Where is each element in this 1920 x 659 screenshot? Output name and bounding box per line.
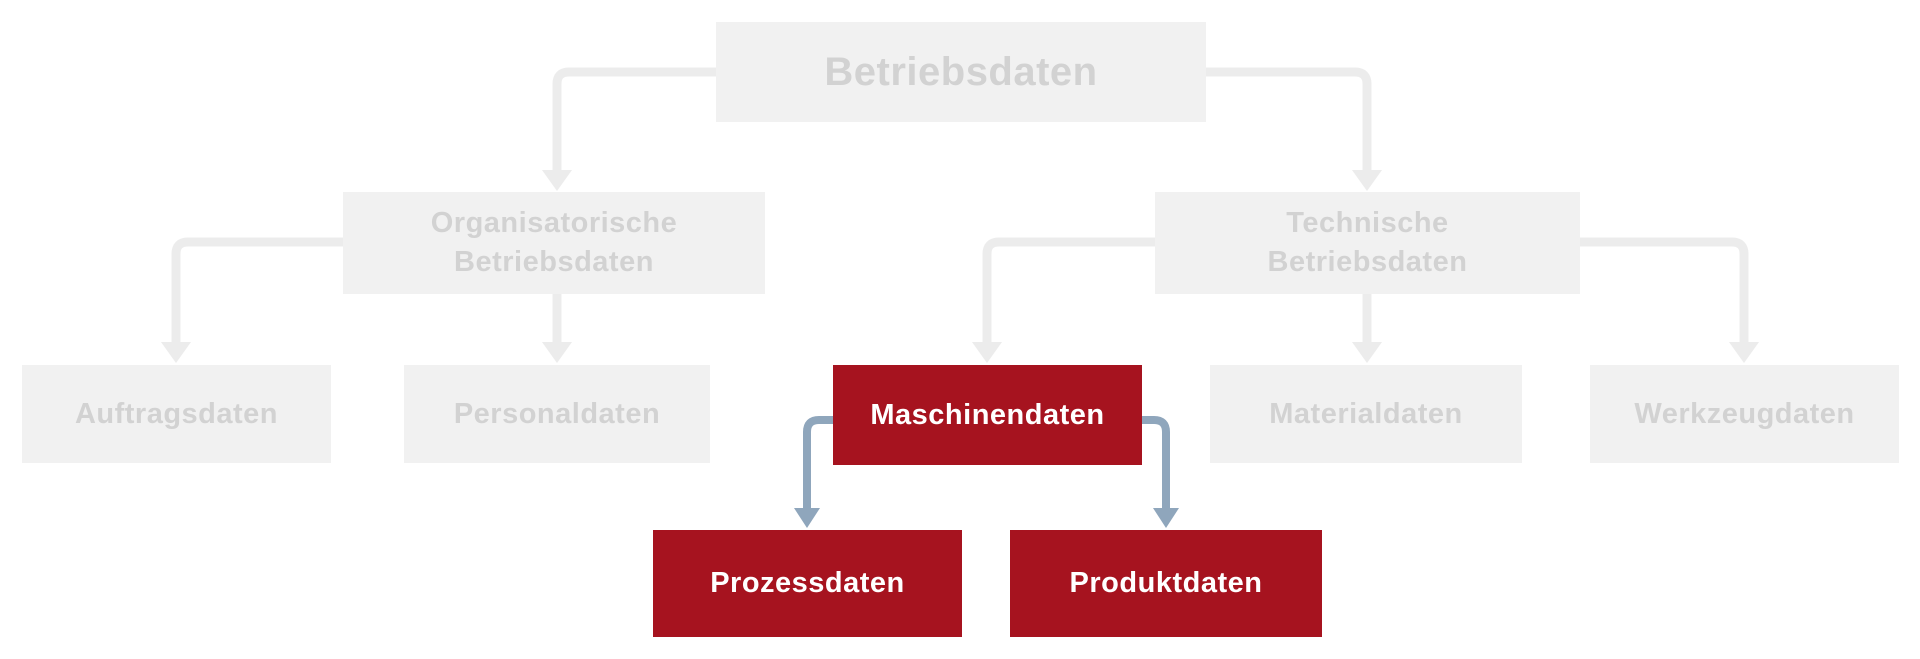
node-organisatorische-betriebsdaten: Organisatorische Betriebsdaten (343, 192, 765, 294)
edge-organisatorische-personaldaten (542, 294, 572, 363)
node-auftragsdaten: Auftragsdaten (22, 365, 331, 463)
edge-betriebsdaten-organisatorische (542, 67, 716, 191)
edge-technische-werkzeugdaten (1580, 237, 1759, 363)
node-produktdaten: Produktdaten (1010, 530, 1322, 637)
node-betriebsdaten: Betriebsdaten (716, 22, 1206, 122)
edge-technische-maschinendaten (972, 237, 1155, 363)
edge-betriebsdaten-technische (1206, 67, 1382, 191)
edge-organisatorische-auftragsdaten (161, 237, 343, 363)
arrowhead-down-icon (972, 342, 1002, 363)
arrowhead-down-icon (1352, 342, 1382, 363)
node-technische-betriebsdaten: Technische Betriebsdaten (1155, 192, 1580, 294)
edge-maschinendaten-prozessdaten (794, 416, 833, 528)
edge-maschinendaten-produktdaten (1141, 416, 1179, 528)
node-maschinendaten: Maschinendaten (833, 365, 1142, 465)
arrowhead-down-icon (542, 342, 572, 363)
node-materialdaten: Materialdaten (1210, 365, 1522, 463)
edge-technische-materialdaten (1352, 294, 1382, 363)
arrowhead-down-icon (161, 342, 191, 363)
node-werkzeugdaten: Werkzeugdaten (1590, 365, 1899, 463)
arrowhead-down-icon (794, 508, 820, 528)
node-prozessdaten: Prozessdaten (653, 530, 962, 637)
arrowhead-down-icon (1729, 342, 1759, 363)
arrowhead-down-icon (1153, 508, 1179, 528)
node-personaldaten: Personaldaten (404, 365, 710, 463)
arrowhead-down-icon (542, 170, 572, 191)
arrowhead-down-icon (1352, 170, 1382, 191)
